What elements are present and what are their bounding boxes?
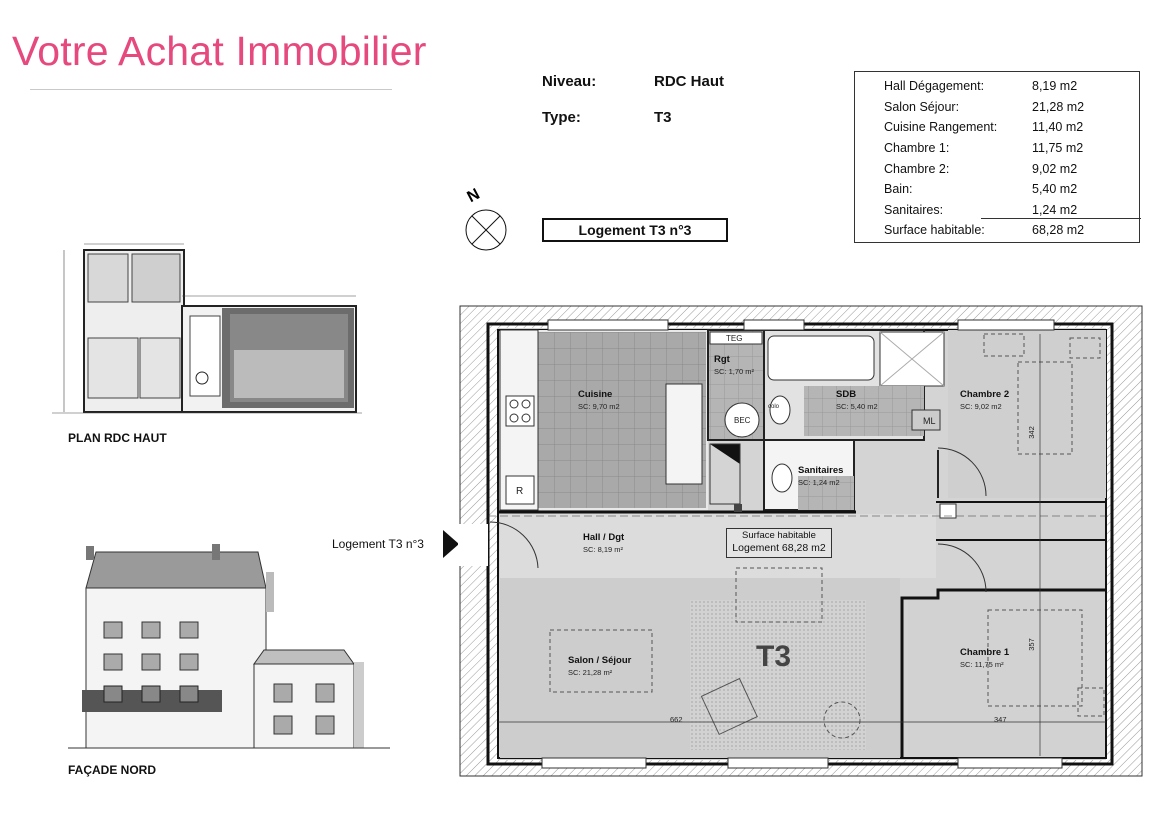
room-name: Hall / Dgt xyxy=(583,532,625,543)
teg-label: TEG xyxy=(726,334,743,343)
room-name: Chambre 2 xyxy=(960,389,1010,400)
area-value: 9,02 m2 xyxy=(1032,162,1078,176)
area-label: Chambre 2: xyxy=(884,162,950,176)
area-total-value: 68,28 m2 xyxy=(1032,223,1085,237)
area-label: Cuisine Rangement: xyxy=(884,120,998,134)
area-label: Chambre 1: xyxy=(884,141,950,155)
room-name: SDB xyxy=(836,389,857,400)
area-value: 21,28 m2 xyxy=(1032,100,1085,114)
room-area: SC: 1,70 m² xyxy=(714,367,755,376)
brand-title: Votre Achat Immobilier xyxy=(12,28,427,74)
area-value: 1,24 m2 xyxy=(1032,203,1078,217)
area-label: Sanitaires: xyxy=(884,203,944,217)
brand-underline xyxy=(30,89,392,90)
area-total-divider xyxy=(981,218,1141,219)
niveau-value: RDC Haut xyxy=(654,73,724,90)
room-area: SC: 11,75 m² xyxy=(960,660,1004,669)
type-label: Type: xyxy=(542,109,581,126)
area-value: 11,40 m2 xyxy=(1032,120,1084,134)
dimension-label: 347 xyxy=(994,715,1007,724)
surface-box-line2: Logement 68,28 m2 xyxy=(732,542,826,554)
room-name: Chambre 1 xyxy=(960,647,1010,658)
compass-icon: N xyxy=(465,186,507,251)
plan-caption: PLAN RDC HAUT xyxy=(68,431,167,445)
type-value: T3 xyxy=(654,109,672,126)
main-floorplan: Cuisine SC: 9,70 m2 Rgt SC: 1,70 m² SDB … xyxy=(458,300,1146,778)
niveau-label: Niveau: xyxy=(542,73,597,90)
area-value: 5,40 m2 xyxy=(1032,182,1078,196)
dimension-label: 662 xyxy=(670,715,683,724)
facade-caption: FAÇADE NORD xyxy=(68,763,157,777)
ml-label: ML xyxy=(923,416,936,426)
bec-label: BEC xyxy=(734,416,751,425)
room-area: SC: 9,02 m2 xyxy=(960,402,1002,411)
room-area: SC: 21,28 m² xyxy=(568,668,613,677)
north-compass: N xyxy=(462,182,512,254)
area-label: Salon Séjour: xyxy=(884,100,960,114)
room-area: SC: 9,70 m2 xyxy=(578,402,620,411)
area-value: 11,75 m2 xyxy=(1032,141,1084,155)
room-name: Sanitaires xyxy=(798,465,844,476)
compass-letter: N xyxy=(465,186,483,206)
room-name: Rgt xyxy=(714,354,730,365)
room-area: SC: 5,40 m2 xyxy=(836,402,878,411)
area-table: Hall Dégagement: 8,19 m2 Salon Séjour: 2… xyxy=(854,71,1141,243)
facade-drawing xyxy=(68,544,390,749)
room-name: Salon / Séjour xyxy=(568,655,632,666)
area-label: Bain: xyxy=(884,182,913,196)
dimension-label: 342 xyxy=(1026,426,1036,439)
room-name: Cuisine xyxy=(578,389,613,400)
dimension-label: 357 xyxy=(1026,638,1036,651)
entry-arrow-icon xyxy=(443,530,459,558)
column-label: colo xyxy=(768,404,780,410)
fridge-label: R xyxy=(516,486,524,497)
surface-habitable-box: Surface habitable Logement 68,28 m2 xyxy=(726,528,832,558)
area-label: Hall Dégagement: xyxy=(884,79,985,93)
area-total-label: Surface habitable: xyxy=(884,223,985,237)
logement-badge: Logement T3 n°3 xyxy=(542,218,728,242)
floorplan-drawing xyxy=(458,305,1143,777)
entry-label: Logement T3 n°3 xyxy=(332,537,424,551)
facade-thumbnail xyxy=(68,542,390,754)
unit-type-label: T3 xyxy=(756,640,792,673)
plan-thumbnail xyxy=(52,238,362,423)
room-area: SC: 1,24 m2 xyxy=(798,478,840,487)
room-area: SC: 8,19 m² xyxy=(583,545,624,554)
area-value: 8,19 m2 xyxy=(1032,79,1078,93)
surface-box-line1: Surface habitable xyxy=(742,530,816,541)
floorplan-thumbnail-drawing xyxy=(52,238,362,423)
